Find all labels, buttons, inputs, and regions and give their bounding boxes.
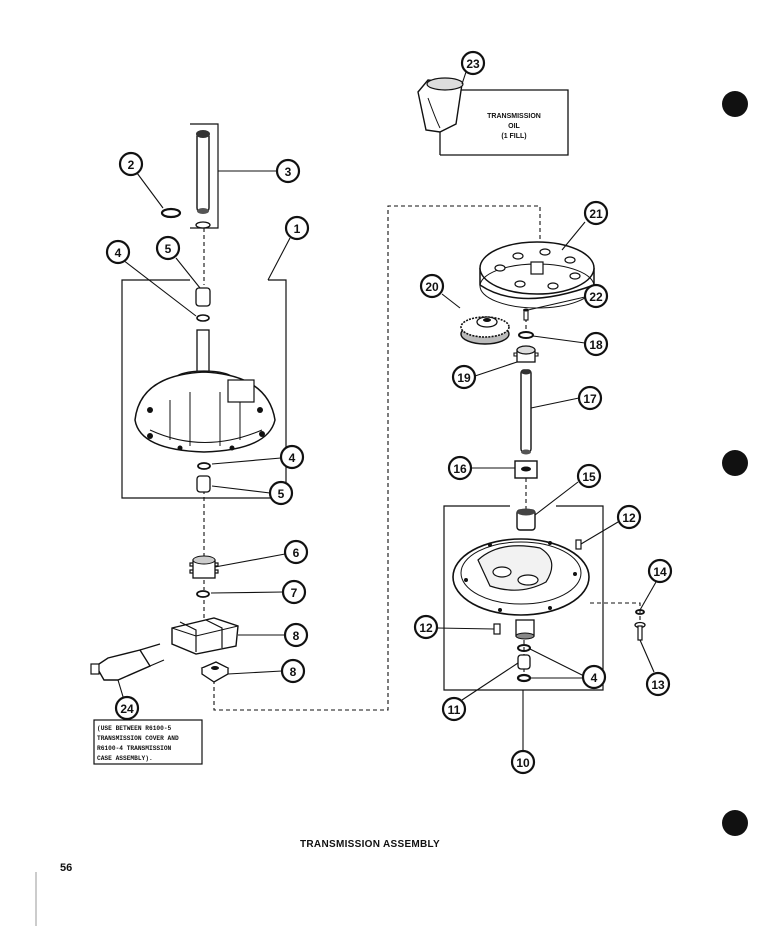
callout-7: 7 (281, 579, 307, 605)
shifter-block-part-8 (171, 617, 239, 655)
callout-16: 16 (447, 455, 473, 481)
leader-lines (117, 71, 657, 752)
callout-15: 15 (576, 463, 602, 489)
callout-20-text: 20 (425, 280, 439, 294)
callout-23: 23 (460, 50, 486, 76)
callout-2: 2 (118, 151, 144, 177)
callout-8b-text: 8 (290, 665, 297, 679)
callout-3-text: 3 (285, 165, 292, 179)
callout-10: 10 (510, 749, 536, 775)
callout-5a-text: 5 (165, 242, 172, 256)
callout-22-text: 22 (589, 290, 603, 304)
callout-8b: 8 (280, 658, 306, 684)
callout-5a: 5 (155, 235, 181, 261)
callout-20: 20 (419, 273, 445, 299)
callout-10-text: 10 (516, 756, 530, 770)
callout-24-text: 24 (120, 702, 134, 716)
callout-14-text: 14 (653, 565, 667, 579)
callout-8a: 8 (283, 622, 309, 648)
note-line-3: R6100-4 TRANSMISSION (97, 745, 172, 752)
callout-6: 6 (283, 539, 309, 565)
callout-19-text: 19 (457, 371, 471, 385)
drive-pulley-part-21 (479, 241, 595, 309)
callout-21-text: 21 (589, 207, 603, 221)
callout-13: 13 (645, 671, 671, 697)
callout-balloons: 1 2 3 4 5 4 5 6 7 8 8 24 23 21 20 22 18 … (105, 50, 673, 775)
screw-part-13 (634, 621, 646, 641)
oil-can-part-23: TRANSMISSION OIL (1 FILL) (417, 77, 569, 156)
block-part-16 (514, 460, 538, 479)
sealant-tube-part-24 (90, 643, 165, 681)
callout-1-text: 1 (294, 222, 301, 236)
callout-19: 19 (451, 364, 477, 390)
callout-4c: 4 (581, 664, 607, 690)
callout-2-text: 2 (128, 158, 135, 172)
transmission-cover-part-10 (443, 505, 604, 691)
shaft-part-17 (520, 369, 532, 455)
washer-part-7 (196, 590, 210, 598)
callout-4a: 4 (105, 239, 131, 265)
punch-hole (722, 91, 748, 117)
callout-18: 18 (583, 331, 609, 357)
oil-box-line2: OIL (508, 123, 520, 130)
callout-4a-text: 4 (115, 246, 122, 260)
washer-part-18 (518, 331, 534, 339)
callout-11: 11 (441, 696, 467, 722)
callout-1: 1 (284, 215, 310, 241)
callout-23-text: 23 (466, 57, 480, 71)
callout-5b: 5 (268, 480, 294, 506)
oil-box-line1: TRANSMISSION (487, 113, 541, 120)
note-line-4: CASE ASSEMBLY). (97, 755, 153, 762)
callout-12a: 12 (616, 504, 642, 530)
callout-12b-text: 12 (419, 621, 433, 635)
callout-21: 21 (583, 200, 609, 226)
callout-3: 3 (275, 158, 301, 184)
callout-8a-text: 8 (293, 629, 300, 643)
punch-hole (722, 810, 748, 836)
callout-7-text: 7 (291, 586, 298, 600)
page-number: 56 (60, 862, 73, 874)
agitator-shaft-part-3 (190, 123, 219, 229)
page-title: TRANSMISSION ASSEMBLY (300, 839, 441, 850)
callout-13-text: 13 (651, 678, 665, 692)
callout-24: 24 (114, 695, 140, 721)
callout-14: 14 (647, 558, 673, 584)
pinion-gear-part-19 (513, 345, 539, 363)
retaining-ring-part-2 (160, 207, 182, 219)
callout-17: 17 (577, 385, 603, 411)
callout-6-text: 6 (293, 546, 300, 560)
callout-18-text: 18 (589, 338, 603, 352)
callout-4c-text: 4 (591, 671, 598, 685)
callout-16-text: 16 (453, 462, 467, 476)
callout-15-text: 15 (582, 470, 596, 484)
callout-12a-text: 12 (622, 511, 636, 525)
callout-12b: 12 (413, 614, 439, 640)
slide-block-part-8 (200, 661, 230, 683)
callout-17-text: 17 (583, 392, 597, 406)
note-line-1: (USE BETWEEN R6100-5 (97, 725, 172, 732)
pin-part-12-left (493, 623, 501, 635)
callout-4b: 4 (279, 444, 305, 470)
pinion-gear-part-6 (189, 555, 219, 579)
note-box-part-24: (USE BETWEEN R6100-5 TRANSMISSION COVER … (93, 719, 203, 765)
note-line-2: TRANSMISSION COVER AND (97, 735, 179, 742)
callout-22: 22 (583, 283, 609, 309)
callout-5b-text: 5 (278, 487, 285, 501)
transmission-case-part-1 (121, 279, 287, 499)
callout-4b-text: 4 (289, 451, 296, 465)
gear-part-20 (460, 316, 510, 345)
pin-part-22 (523, 308, 529, 321)
punch-hole (722, 450, 748, 476)
oil-box-line3: (1 FILL) (501, 133, 526, 140)
callout-11-text: 11 (448, 703, 461, 717)
pin-part-12-top (575, 539, 582, 550)
